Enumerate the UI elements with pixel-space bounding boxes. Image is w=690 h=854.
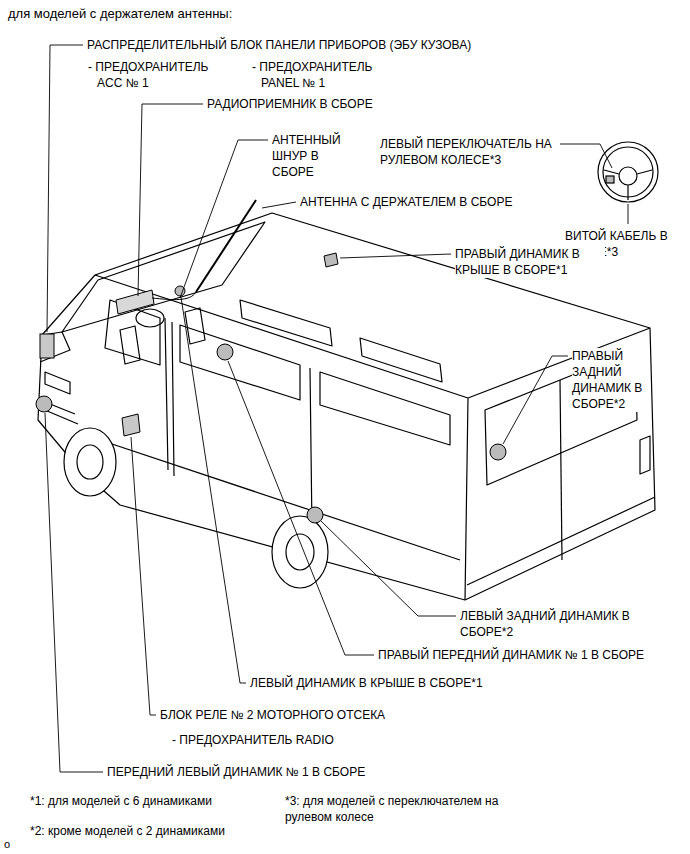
leader-line: [47, 45, 83, 332]
rear-door-line: [560, 380, 562, 560]
leader-line: [180, 140, 268, 298]
wheel-hub: [286, 534, 314, 570]
wheel: [64, 428, 116, 496]
footnote: *2: кроме моделей с 2 динамиками: [30, 823, 225, 839]
side-window: [320, 372, 450, 445]
part-label: РАДИОПРИЕМНИК В СБОРЕ: [207, 96, 373, 112]
components: [36, 200, 506, 523]
wheel-spoke: [604, 170, 652, 200]
radio-unit: [116, 290, 154, 314]
door-line: [165, 318, 312, 530]
part-label: АНТЕННА С ДЕРЖАТЕЛЕМ В СБОРЕ: [300, 194, 512, 210]
wheel: [272, 516, 328, 588]
leader-line: [45, 413, 103, 772]
junction-block: [40, 334, 54, 358]
rear-lamp: [640, 436, 650, 474]
part-label: ПРАВЫЙ ЗАДНИЙ ДИНАМИК В СБОРЕ*2: [572, 348, 650, 412]
headlight: [45, 372, 70, 394]
wheel-hub: [77, 445, 103, 479]
leader-line: [503, 356, 568, 444]
leader-line: [340, 254, 451, 258]
steering-wheel-icon: [598, 142, 658, 202]
part-label: ЛЕВЫЙ ЗАДНИЙ ДИНАМИК В СБОРЕ*2: [460, 608, 656, 640]
steering-wheel: [136, 309, 164, 327]
wheel-hub: [619, 167, 637, 185]
speaker: [490, 444, 506, 460]
seat: [120, 308, 205, 364]
part-label: ПРАВЫЙ ПЕРЕДНИЙ ДИНАМИК № 1 В СБОРЕ: [378, 647, 644, 663]
part-label: ПЕРЕДНИЙ ЛЕВЫЙ ДИНАМИК № 1 В СБОРЕ: [107, 764, 365, 780]
part-label: ЛЕВЫЙ ДИНАМИК В КРЫШЕ В СБОРЕ*1: [250, 675, 483, 691]
part-label: РАСПРЕДЕЛИТЕЛЬНЫЙ БЛОК ПАНЕЛИ ПРИБОРОВ (…: [87, 37, 471, 53]
windshield: [62, 222, 265, 332]
leader-line: [560, 144, 612, 168]
leader-line: [228, 361, 374, 655]
van-body: [38, 213, 655, 600]
part-label: ЛЕВЫЙ ПЕРЕКЛЮЧАТЕЛЬ НА РУЛЕВОМ КОЛЕСЕ*3: [380, 136, 558, 168]
speaker: [324, 253, 338, 267]
leader-line: [628, 204, 629, 224]
footnote: *1: для моделей с 6 динамиками: [30, 793, 212, 809]
leader-line: [131, 437, 156, 715]
seat: [240, 300, 442, 382]
part-label: БЛОК РЕЛЕ № 2 МОТОРНОГО ОТСЕКА: [160, 707, 385, 723]
speaker: [307, 507, 323, 523]
footnote: *3: для моделей с переключателем на руле…: [285, 793, 521, 825]
fuse-label: - ПРЕДОХРАНИТЕЛЬ RADIO: [172, 732, 334, 748]
figure-marker: o: [4, 836, 10, 852]
antenna-rod: [196, 200, 256, 292]
leader-line: [181, 297, 246, 683]
roof-edge: [95, 275, 650, 600]
page-title: для моделей с держателем антенны:: [8, 6, 232, 22]
leader-line: [262, 202, 296, 208]
leader-line: [138, 104, 203, 296]
antenna-cord: [152, 292, 196, 300]
van-outline: [38, 213, 655, 600]
fuse-label: - ПРЕДОХРАНИТЕЛЬ PANEL № 1: [252, 59, 396, 91]
switch: [606, 176, 614, 183]
relay-block: [122, 414, 140, 436]
speaker: [36, 396, 52, 412]
speaker: [217, 344, 233, 360]
fuse-label: - ПРЕДОХРАНИТЕЛЬ ACC № 1: [88, 59, 232, 91]
side-window: [180, 325, 300, 400]
wheel-rim: [598, 142, 658, 202]
part-label: АНТЕННЫЙ ШНУР В СБОРЕ: [272, 132, 348, 180]
hood-line: [40, 332, 70, 362]
part-label: ПРАВЫЙ ДИНАМИК В КРЫШЕ В СБОРЕ*1: [455, 246, 605, 278]
leader-line: [321, 521, 456, 616]
